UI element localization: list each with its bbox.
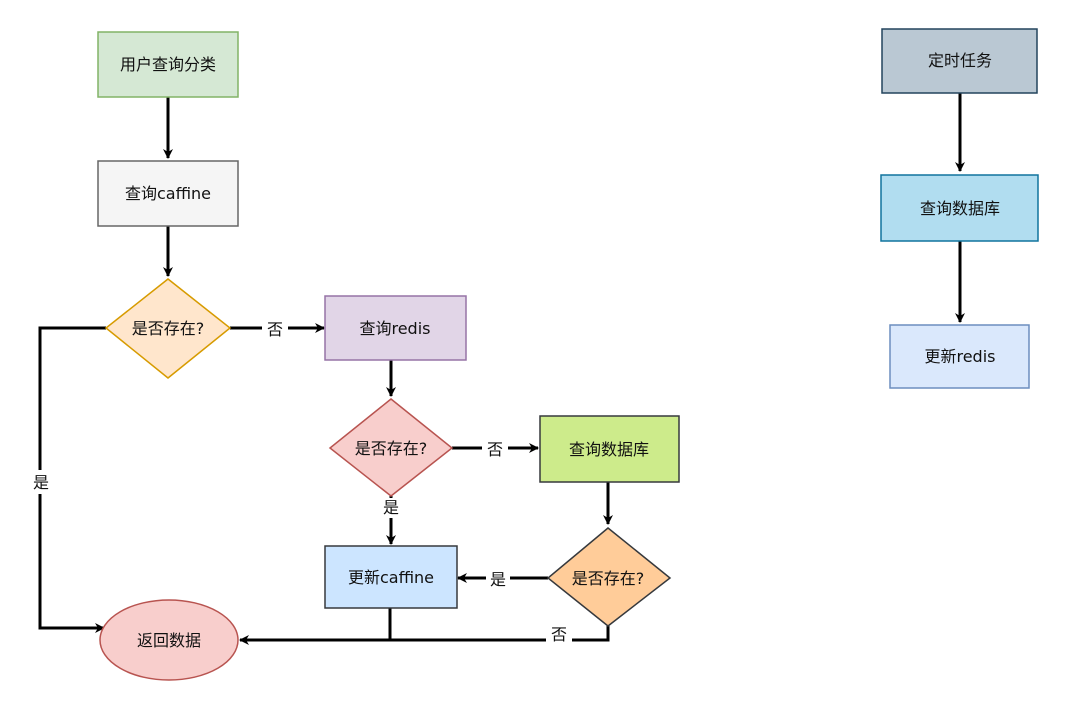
edge-exists-3-to-return	[239, 626, 610, 645]
edge-label-bg	[30, 470, 52, 494]
node-exists-1-shape	[104, 278, 232, 379]
edge-label-yes-2: 是	[383, 498, 399, 517]
node-query-caffine[interactable]: 查询caffine	[97, 160, 239, 227]
node-return-data-shape	[99, 599, 239, 681]
node-query-db-left-label: 查询数据库	[569, 440, 649, 459]
node-query-db-right-shape	[880, 174, 1039, 242]
node-return-data[interactable]: 返回数据	[99, 599, 239, 681]
node-exists-2-shape	[328, 398, 454, 497]
node-exists-3[interactable]: 是否存在?	[546, 527, 672, 627]
node-user-query-shape	[97, 31, 239, 98]
node-query-caffine-label: 查询caffine	[125, 184, 211, 203]
node-user-query-label: 用户查询分类	[120, 55, 216, 74]
node-update-caffine-label: 更新caffine	[348, 568, 434, 587]
node-update-caffine-shape	[324, 545, 458, 609]
node-scheduled-task-label: 定时任务	[928, 51, 992, 70]
edge-label-bg	[262, 318, 288, 340]
edge-label-bg	[546, 624, 572, 646]
node-exists-1[interactable]: 是否存在?	[104, 278, 232, 379]
node-update-redis[interactable]: 更新redis	[889, 324, 1030, 389]
edge-label-no-3: 否	[551, 625, 567, 644]
edge-label-bg	[380, 498, 402, 518]
node-return-data-label: 返回数据	[137, 631, 201, 650]
node-query-redis[interactable]: 查询redis	[324, 295, 467, 361]
node-query-db-right-label: 查询数据库	[920, 199, 1000, 218]
node-query-db-left[interactable]: 查询数据库	[539, 415, 680, 483]
node-update-redis-shape	[889, 324, 1030, 389]
edge-label-bg	[482, 438, 508, 460]
node-user-query[interactable]: 用户查询分类	[97, 31, 239, 98]
edge-label-bg	[486, 568, 510, 590]
node-query-redis-shape	[324, 295, 467, 361]
node-exists-1-label: 是否存在?	[132, 319, 205, 338]
edge-label-no-2: 否	[487, 440, 503, 459]
node-update-redis-label: 更新redis	[924, 347, 995, 366]
node-query-db-right[interactable]: 查询数据库	[880, 174, 1039, 242]
node-query-db-left-shape	[539, 415, 680, 483]
node-query-caffine-shape	[97, 160, 239, 227]
node-scheduled-task-shape	[881, 28, 1038, 94]
node-exists-3-label: 是否存在?	[572, 569, 645, 588]
node-exists-2[interactable]: 是否存在?	[328, 398, 454, 497]
edge-label-yes-1: 是	[33, 473, 49, 492]
edge-label-yes-3: 是	[490, 570, 506, 589]
node-exists-3-shape	[546, 527, 672, 627]
node-exists-2-label: 是否存在?	[355, 439, 428, 458]
edge-label-no-1: 否	[267, 320, 283, 339]
node-scheduled-task[interactable]: 定时任务	[881, 28, 1038, 94]
node-query-redis-label: 查询redis	[359, 319, 430, 338]
node-update-caffine[interactable]: 更新caffine	[324, 545, 458, 609]
